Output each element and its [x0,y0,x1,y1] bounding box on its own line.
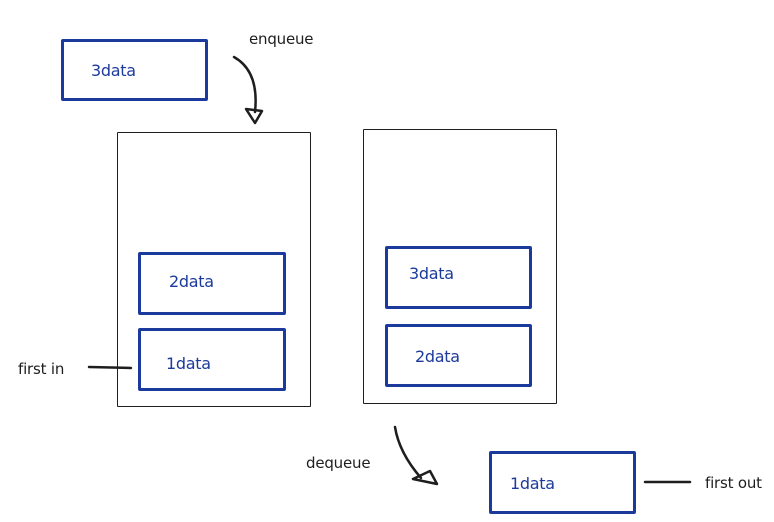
queue-before-item-1: 2data [138,252,286,315]
outgoing-data-label: 1data [510,474,555,493]
incoming-data-label: 3data [91,61,136,80]
incoming-data-box: 3data [61,39,208,101]
queue-after-item-1: 3data [385,246,532,309]
queue-before-container [117,132,311,407]
enqueue-label: enqueue [249,30,314,48]
queue-before-item-2: 1data [138,328,286,391]
queue-after-item-1-label: 3data [409,264,454,283]
first-in-label: first in [18,360,65,378]
queue-after-container [363,129,557,404]
dequeue-arrow-shaft [393,425,423,480]
outgoing-data-box: 1data [489,451,636,514]
enqueue-arrow-shaft [232,55,257,114]
queue-after-item-2-label: 2data [415,347,460,366]
first-out-label: first out [705,474,762,492]
dequeue-label: dequeue [306,454,371,472]
queue-before-item-1-label: 2data [169,272,214,291]
dequeue-arrow-head [411,469,439,486]
enqueue-arrow-head [244,107,264,125]
queue-before-item-2-label: 1data [166,354,211,373]
first-in-connector [87,365,133,370]
queue-after-item-2: 2data [385,324,532,387]
